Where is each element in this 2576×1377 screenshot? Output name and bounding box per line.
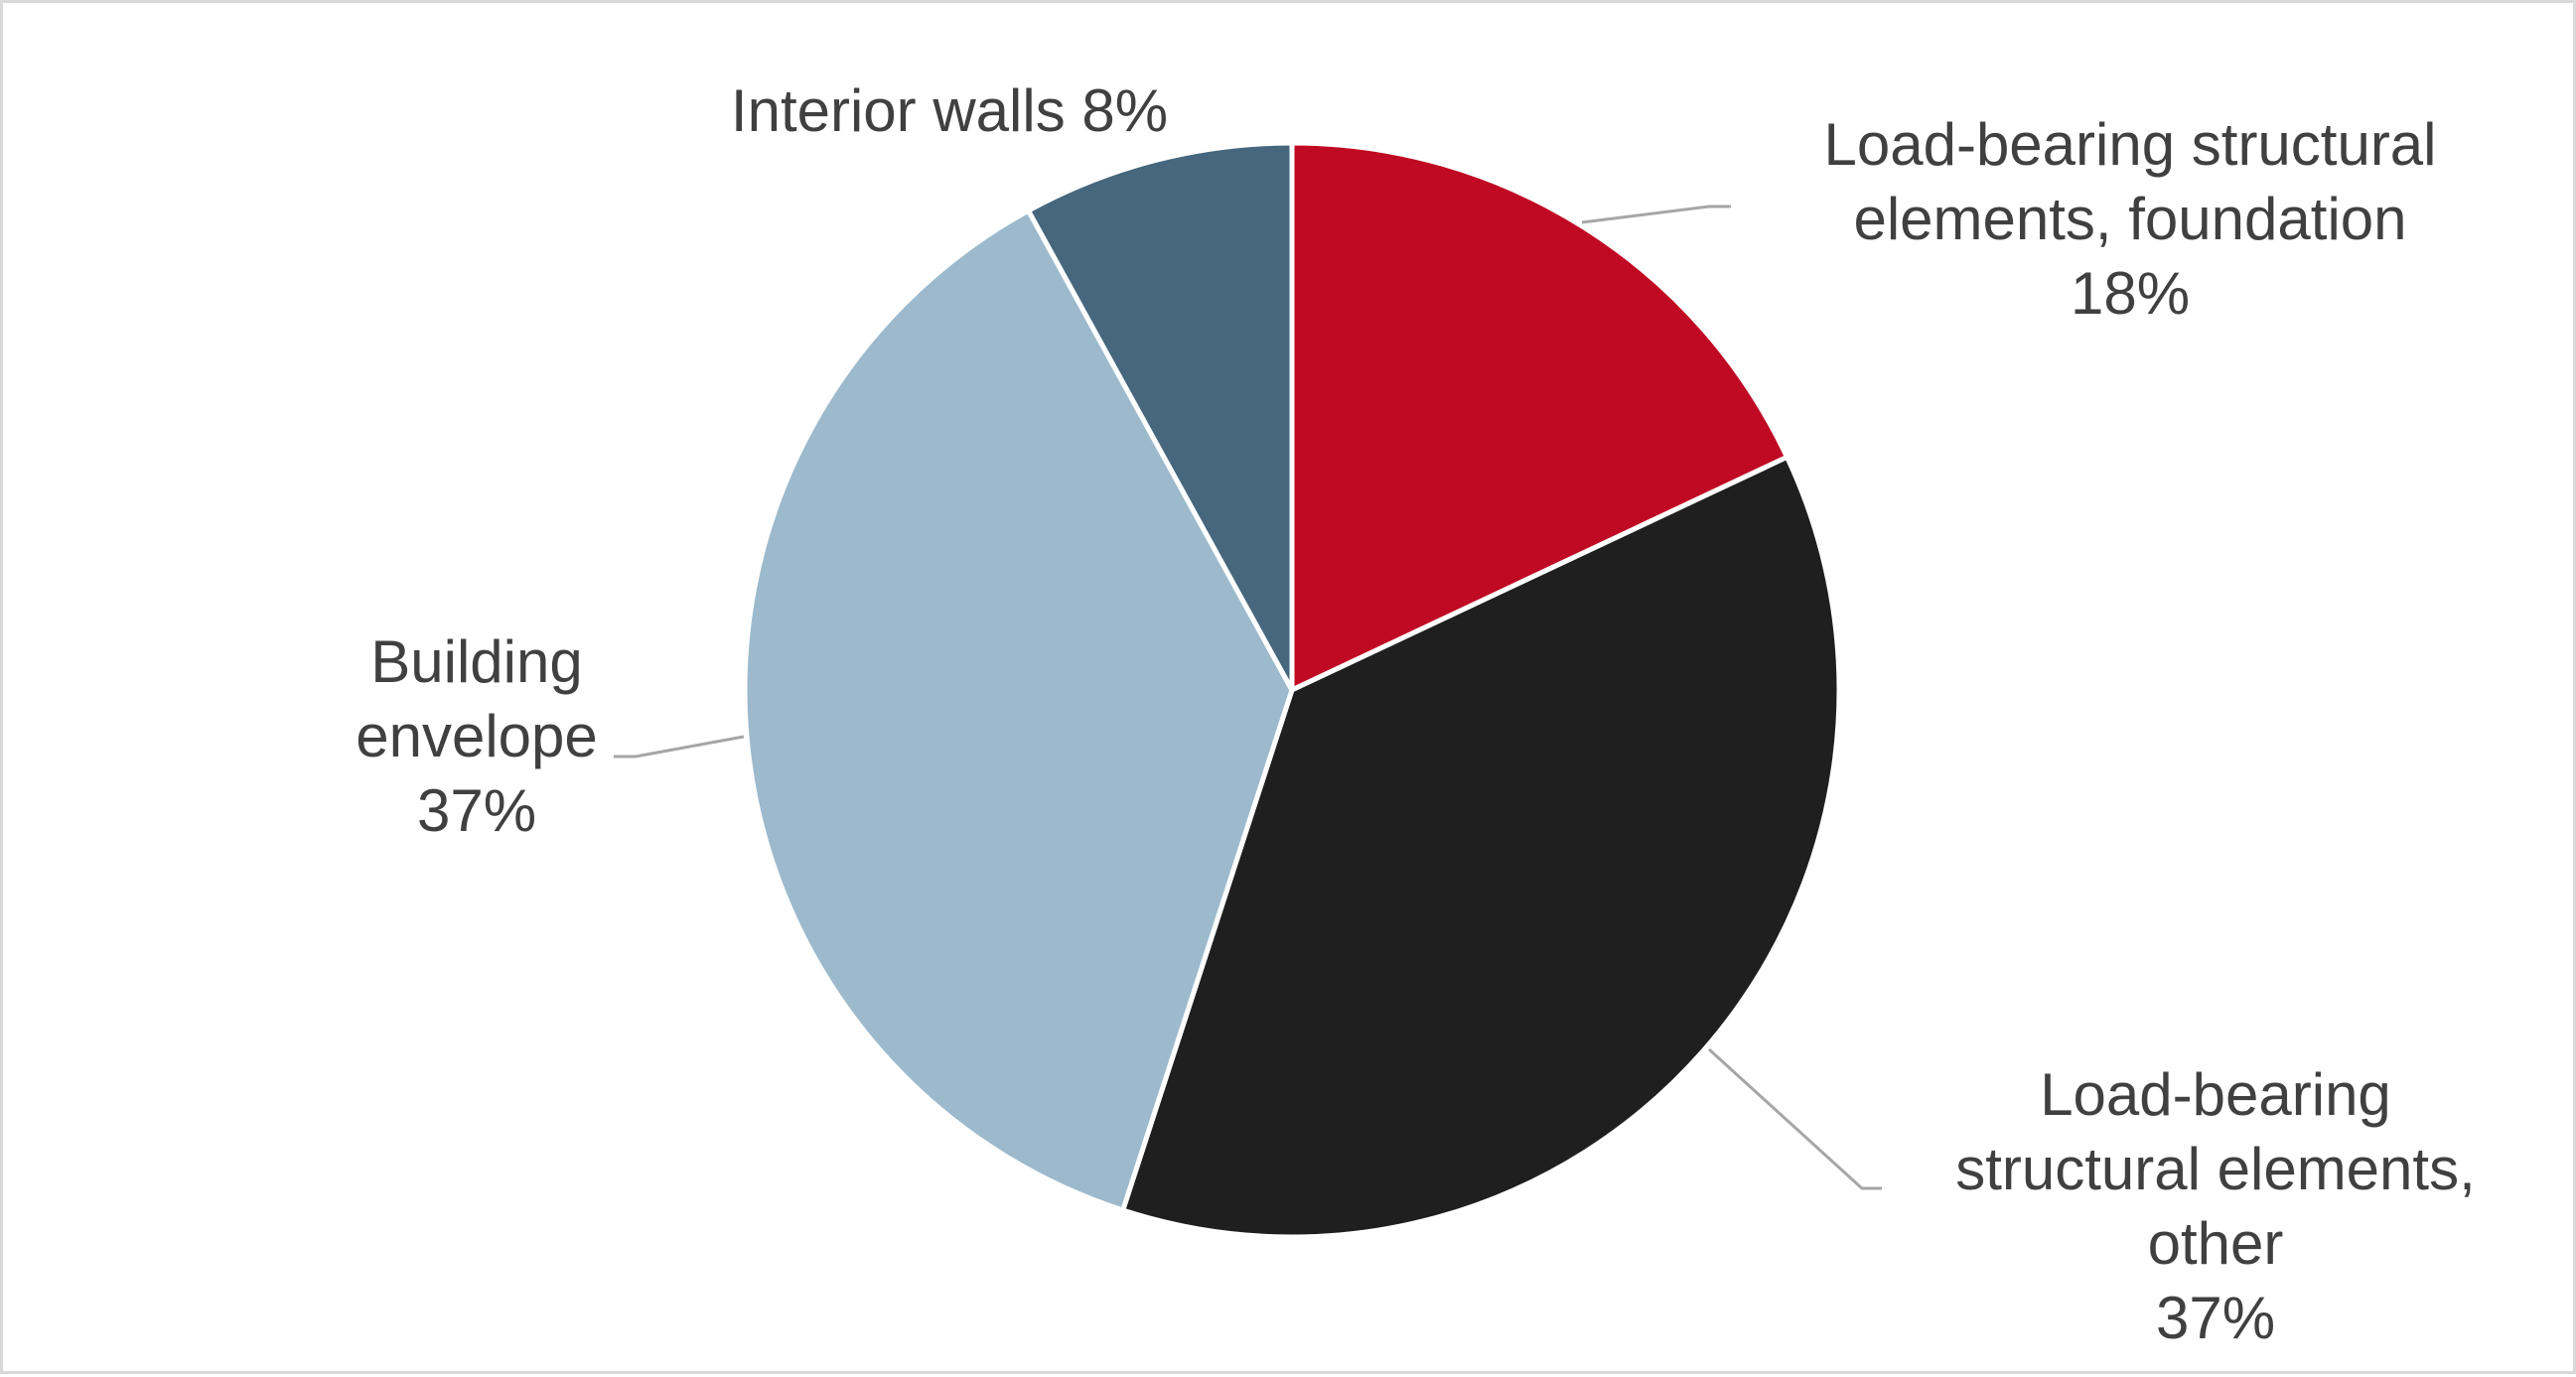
label-line: elements, foundation <box>1853 186 2406 252</box>
label-line: Building <box>370 628 583 695</box>
label-value: 18% <box>2071 260 2190 327</box>
data-label-interior-walls: Interior walls 8% <box>731 77 1168 144</box>
pie-chart: Load-bearing structural elements, founda… <box>356 77 2476 1351</box>
data-label-foundation: Load-bearing structural elements, founda… <box>1823 111 2436 327</box>
label-line: other <box>2148 1210 2284 1277</box>
pie-slice-other <box>1120 454 1842 1240</box>
label-line: Load-bearing <box>2040 1061 2391 1128</box>
label-value: 37% <box>2156 1285 2275 1351</box>
label-line: envelope <box>356 703 598 769</box>
leader-lines <box>614 205 1882 1190</box>
leader-line-envelope <box>614 735 745 758</box>
label-line: structural elements, <box>1955 1136 2476 1202</box>
pie-slice-foundation <box>1289 140 1790 693</box>
label-line: Load-bearing structural <box>1823 111 2436 178</box>
data-label-other: Load-bearing structural elements, other … <box>1955 1061 2476 1351</box>
leader-line-other <box>1707 1047 1882 1190</box>
pie-slice-envelope <box>742 207 1295 1213</box>
label-line: Interior walls 8% <box>731 77 1168 144</box>
pie-slices <box>742 140 1842 1240</box>
pie-slice-interior-walls <box>1026 140 1295 693</box>
label-value: 37% <box>417 777 536 844</box>
leader-line-foundation <box>1581 205 1731 224</box>
data-label-envelope: Building envelope 37% <box>356 628 598 844</box>
